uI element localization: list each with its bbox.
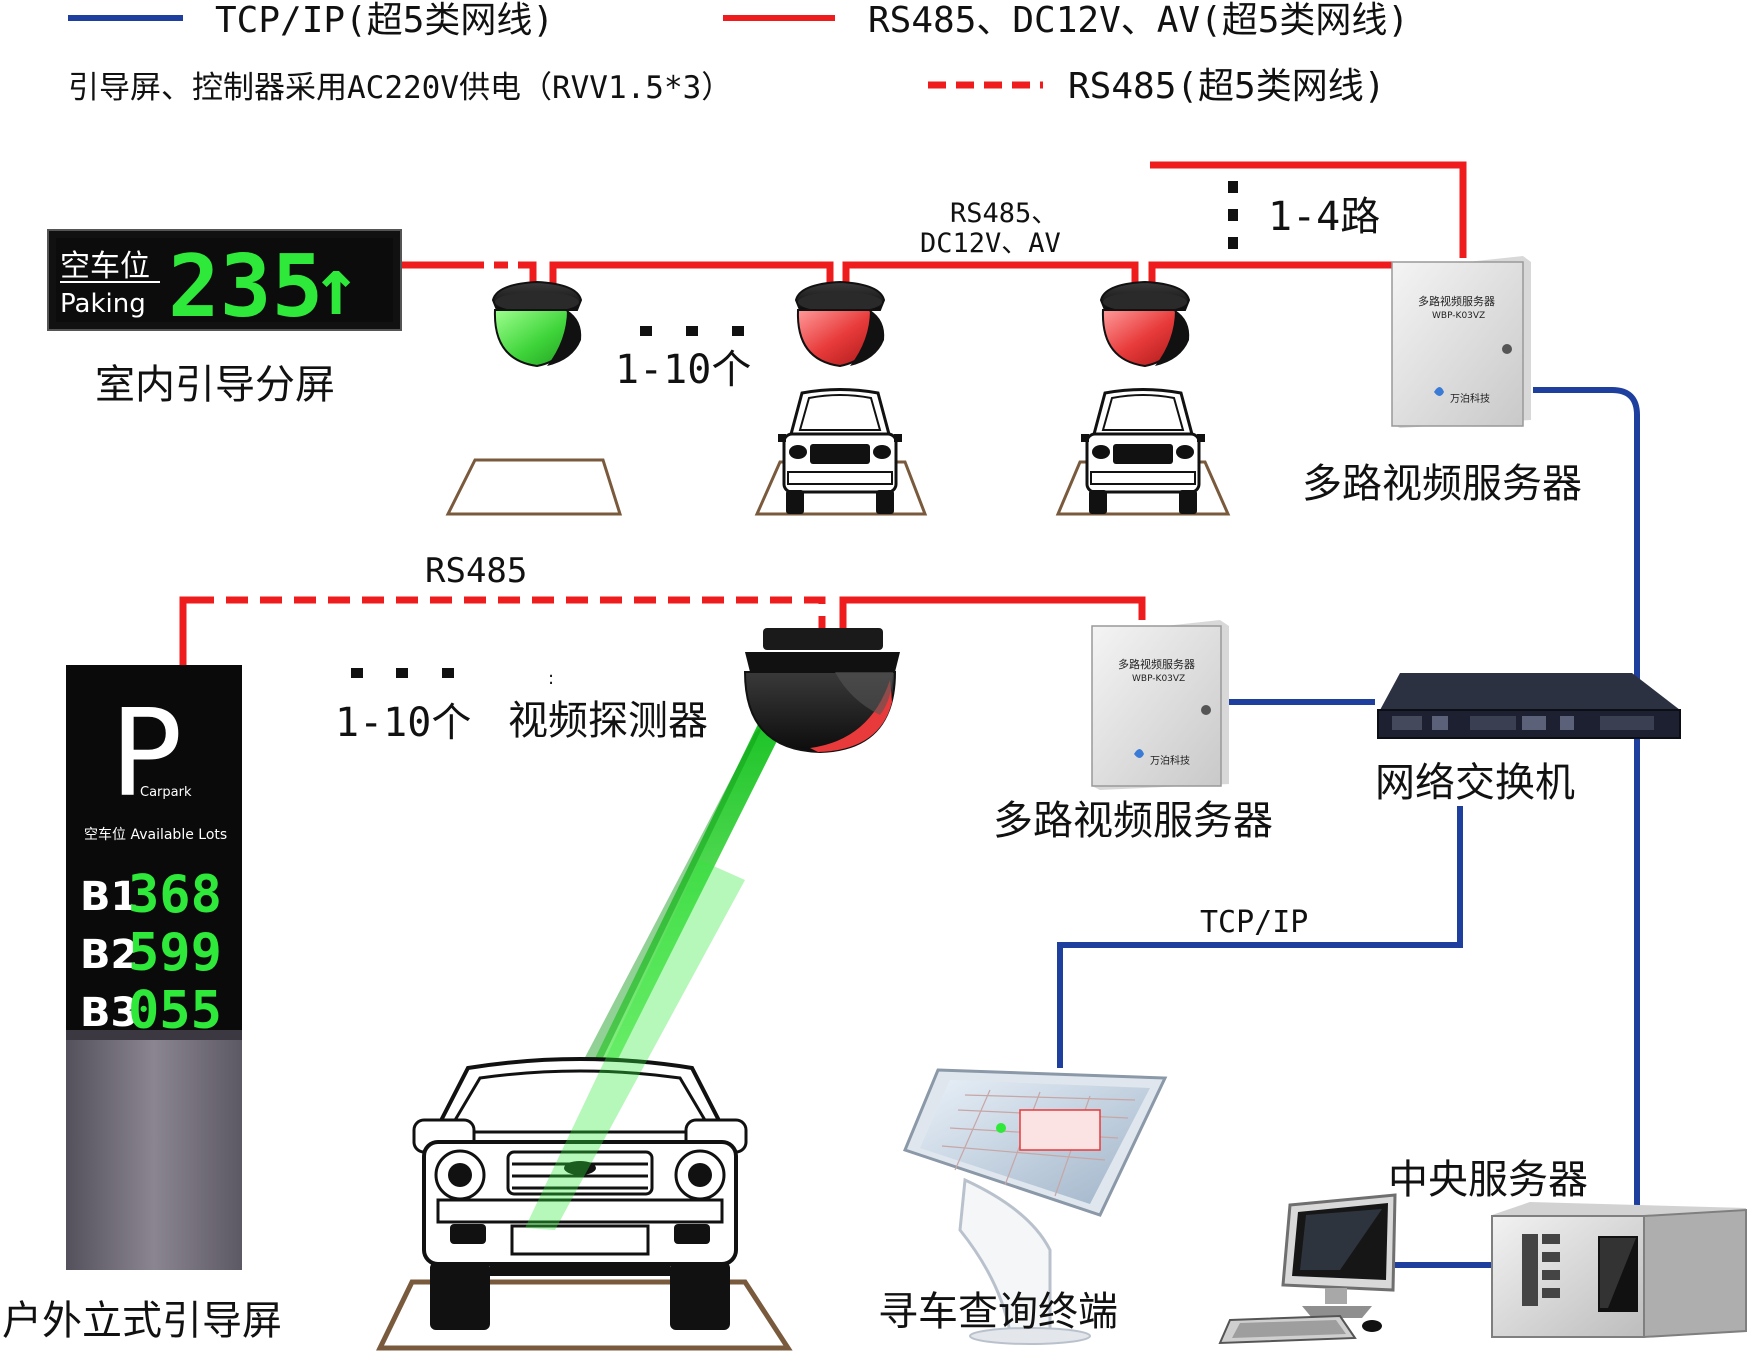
server-case-icon: [1491, 1202, 1747, 1339]
mid-server-panel-brand: 万泊科技: [1150, 754, 1190, 767]
top-bus: [402, 161, 1467, 285]
video-detector-icon: [743, 628, 900, 754]
legend-rs485-dash-label: RS485(超5类网线): [1068, 66, 1385, 107]
keyboard-icon: [1218, 1314, 1357, 1345]
outdoor-available: 空车位 Available Lots: [84, 826, 227, 843]
kiosk-icon: [903, 1068, 1168, 1345]
indoor-screen-line1: 空车位: [60, 249, 150, 284]
mid-colon-mark: :: [548, 668, 554, 689]
indoor-screen-caption: 室内引导分屏: [95, 362, 335, 408]
outdoor-row-level: B3: [80, 990, 138, 1036]
indoor-screen-count: 235: [168, 237, 323, 337]
mid-bus: [179, 596, 1146, 665]
legend-rs485-dc-label: RS485、DC12V、AV(超5类网线): [868, 0, 1409, 41]
indicator-light-icon: [1100, 281, 1190, 368]
tcp-ip-label: TCP/IP: [1200, 905, 1308, 940]
parking-bay: [376, 1279, 793, 1351]
tcp-ip-lines: [1057, 387, 1640, 1268]
outdoor-row-count: 055: [128, 981, 222, 1041]
car-icon: [412, 1057, 748, 1330]
kiosk-caption: 寻车查询终端: [878, 1289, 1118, 1335]
top-detector-count: 1-10个: [615, 347, 751, 393]
mid-server-panel-title: 多路视频服务器: [1118, 657, 1195, 671]
outdoor-screen-caption: 户外立式引导屏: [2, 1298, 282, 1344]
monitor-icon: [1281, 1193, 1397, 1318]
top-bus-label-2: DC12V、AV: [920, 228, 1061, 259]
route-count-label: 1-4路: [1268, 194, 1380, 240]
detection-beam-overlay: [525, 860, 745, 1230]
top-video-server-caption: 多路视频服务器: [1302, 461, 1582, 507]
indicator-light-icon: [795, 281, 885, 368]
legend: TCP/IP(超5类网线) RS485、DC12V、AV(超5类网线) 引导屏、…: [68, 0, 1409, 107]
top-detector-dots: [640, 326, 744, 336]
switch-icon: [1377, 673, 1681, 739]
video-detector-caption: 视频探测器: [508, 698, 708, 744]
video-server-icon: 多路视频服务器 WBP-K03VZ 万泊科技: [1091, 620, 1229, 790]
top-server-panel-title: 多路视频服务器: [1418, 294, 1495, 308]
switch-caption: 网络交换机: [1375, 760, 1575, 806]
top-server-panel-model: WBP-K03VZ: [1432, 311, 1485, 321]
top-bus-label-1: RS485、: [950, 198, 1058, 229]
outdoor-row-count: 368: [128, 865, 222, 925]
top-server-panel-brand: 万泊科技: [1450, 392, 1490, 405]
legend-power-label: 引导屏、控制器采用AC220V供电（RVV1.5*3）: [68, 70, 732, 106]
outdoor-row-level: B2: [80, 932, 138, 978]
outdoor-big-letter: P: [110, 685, 182, 824]
outdoor-row-count: 599: [128, 923, 222, 983]
car-icon: [1079, 388, 1207, 516]
outdoor-guide-screen: P Carpark 空车位 Available Lots B1 368 B2 5…: [66, 665, 242, 1270]
video-server-icon: 多路视频服务器 WBP-K03VZ 万泊科技: [1391, 256, 1531, 428]
indoor-screen-line2: Paking: [60, 289, 146, 319]
mid-detector-count: 1-10个: [335, 700, 471, 746]
indoor-guide-screen: 空车位 Paking 235 ↑: [47, 229, 402, 337]
legend-tcp-label: TCP/IP(超5类网线): [215, 0, 554, 41]
mid-server-panel-model: WBP-K03VZ: [1132, 674, 1185, 684]
parking-bay-empty: [445, 458, 623, 516]
outdoor-row-level: B1: [80, 874, 138, 920]
central-server-caption: 中央服务器: [1388, 1157, 1588, 1203]
indoor-screen-arrow: ↑: [312, 240, 360, 333]
route-dots: [1228, 181, 1238, 249]
mid-rs485-label: RS485: [425, 551, 527, 591]
mouse-icon: [1362, 1320, 1382, 1332]
outdoor-carpark: Carpark: [140, 785, 192, 800]
car-icon: [776, 388, 904, 516]
mid-video-server-caption: 多路视频服务器: [993, 798, 1273, 844]
mid-detector-dots: [351, 668, 454, 678]
indicator-light-icon: [492, 281, 582, 368]
